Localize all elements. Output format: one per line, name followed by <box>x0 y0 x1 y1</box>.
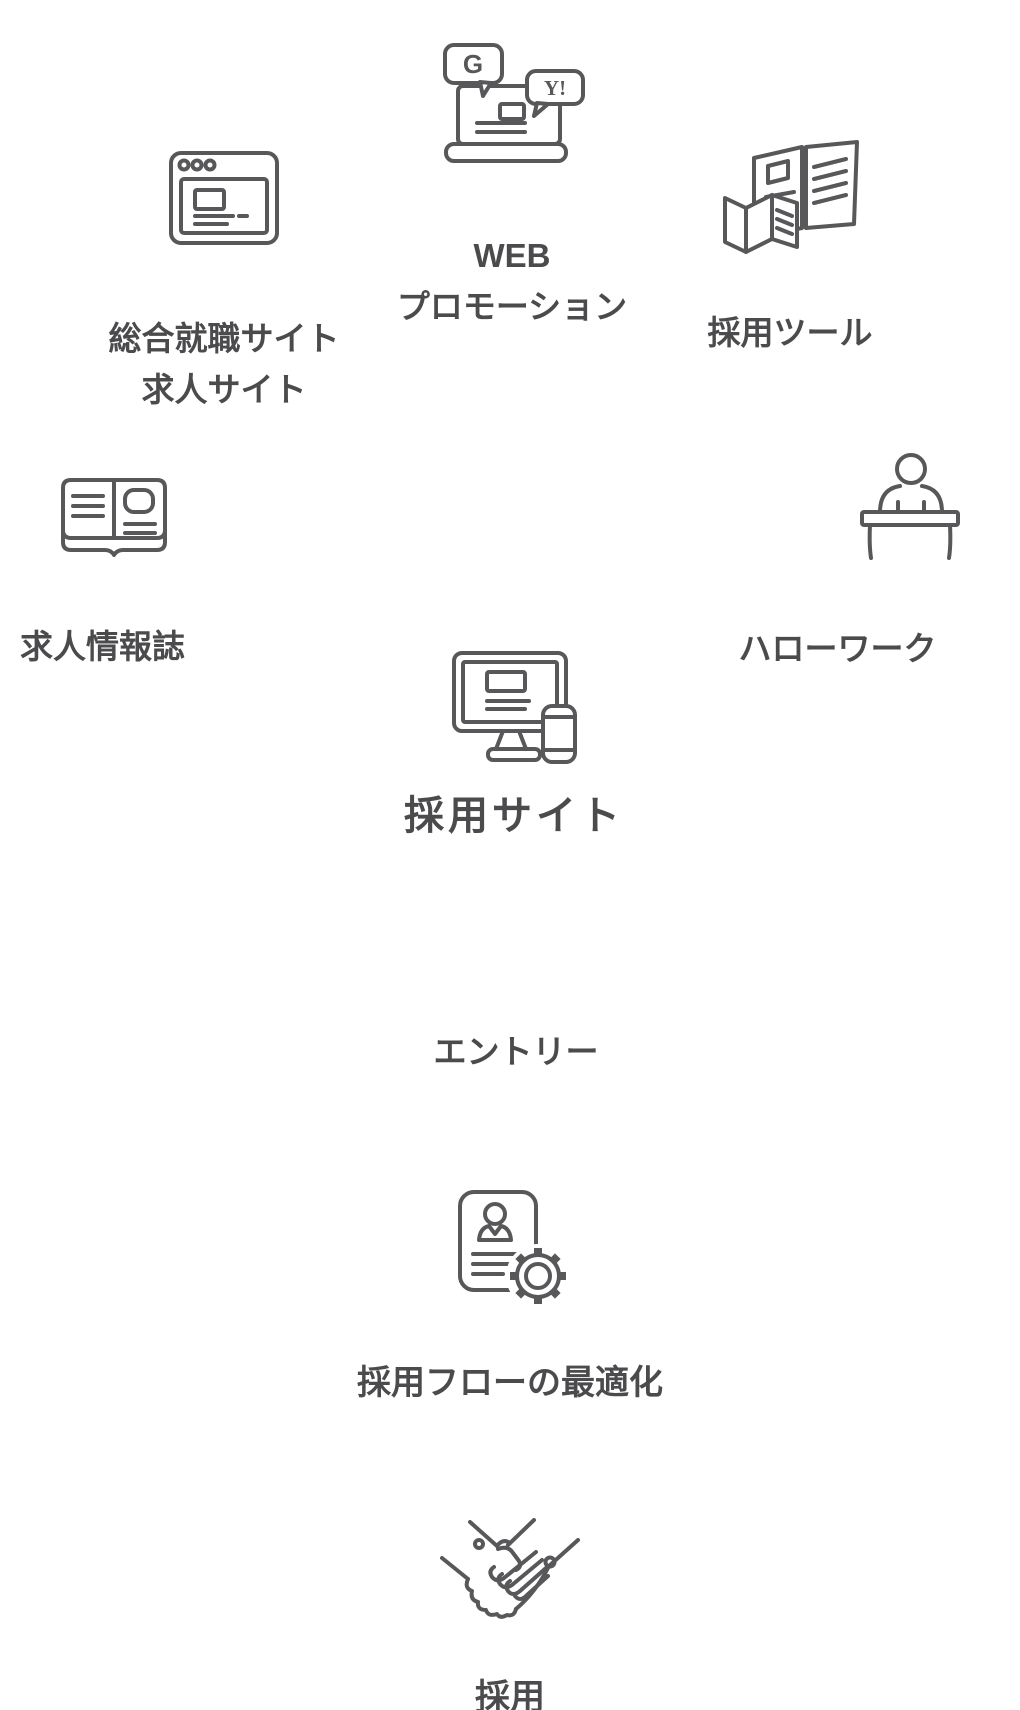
handshake-icon <box>440 1518 580 1625</box>
node-recruit: 採用 <box>370 1518 650 1710</box>
node-recruit-tools: 採用ツール <box>650 140 930 358</box>
job-magazine-label: 求人情報誌 <box>20 628 185 665</box>
recruit-label: 採用 <box>474 1678 545 1710</box>
job-sites-label: 総合就職サイト 求人サイト <box>108 320 340 409</box>
node-entry: エントリー <box>376 1026 656 1077</box>
entry-label: エントリー <box>433 1033 599 1070</box>
node-recruit-site: 採用サイト <box>374 650 654 847</box>
open-book-icon <box>53 470 175 565</box>
node-flow-optimization: 採用フローの最適化 <box>355 1188 665 1410</box>
node-job-sites: 総合就職サイト 求人サイト <box>84 150 364 415</box>
flow-optimization-label: 採用フローの最適化 <box>357 1364 663 1402</box>
node-job-magazine: 求人情報誌 <box>0 470 205 672</box>
monitor-smartphone-icon <box>451 650 577 769</box>
yahoo-bubble-letter: Y! <box>543 76 565 100</box>
web-promotion-label: WEB プロモーション <box>396 237 628 326</box>
reception-desk-icon <box>858 452 962 569</box>
resume-gear-icon <box>453 1188 570 1315</box>
google-bubble-letter: G <box>462 49 482 79</box>
browser-window-icon <box>168 150 280 251</box>
laptop-search-bubbles-icon: G Y! <box>430 40 595 170</box>
brochures-icon <box>720 140 860 263</box>
node-web-promotion: G Y! WEB プロモーション <box>372 40 652 332</box>
recruit-site-label: 採用サイト <box>404 794 624 838</box>
recruit-tools-label: 採用ツール <box>707 314 873 351</box>
hello-work-label: ハローワーク <box>738 630 937 667</box>
node-hello-work: ハローワーク <box>700 452 975 674</box>
